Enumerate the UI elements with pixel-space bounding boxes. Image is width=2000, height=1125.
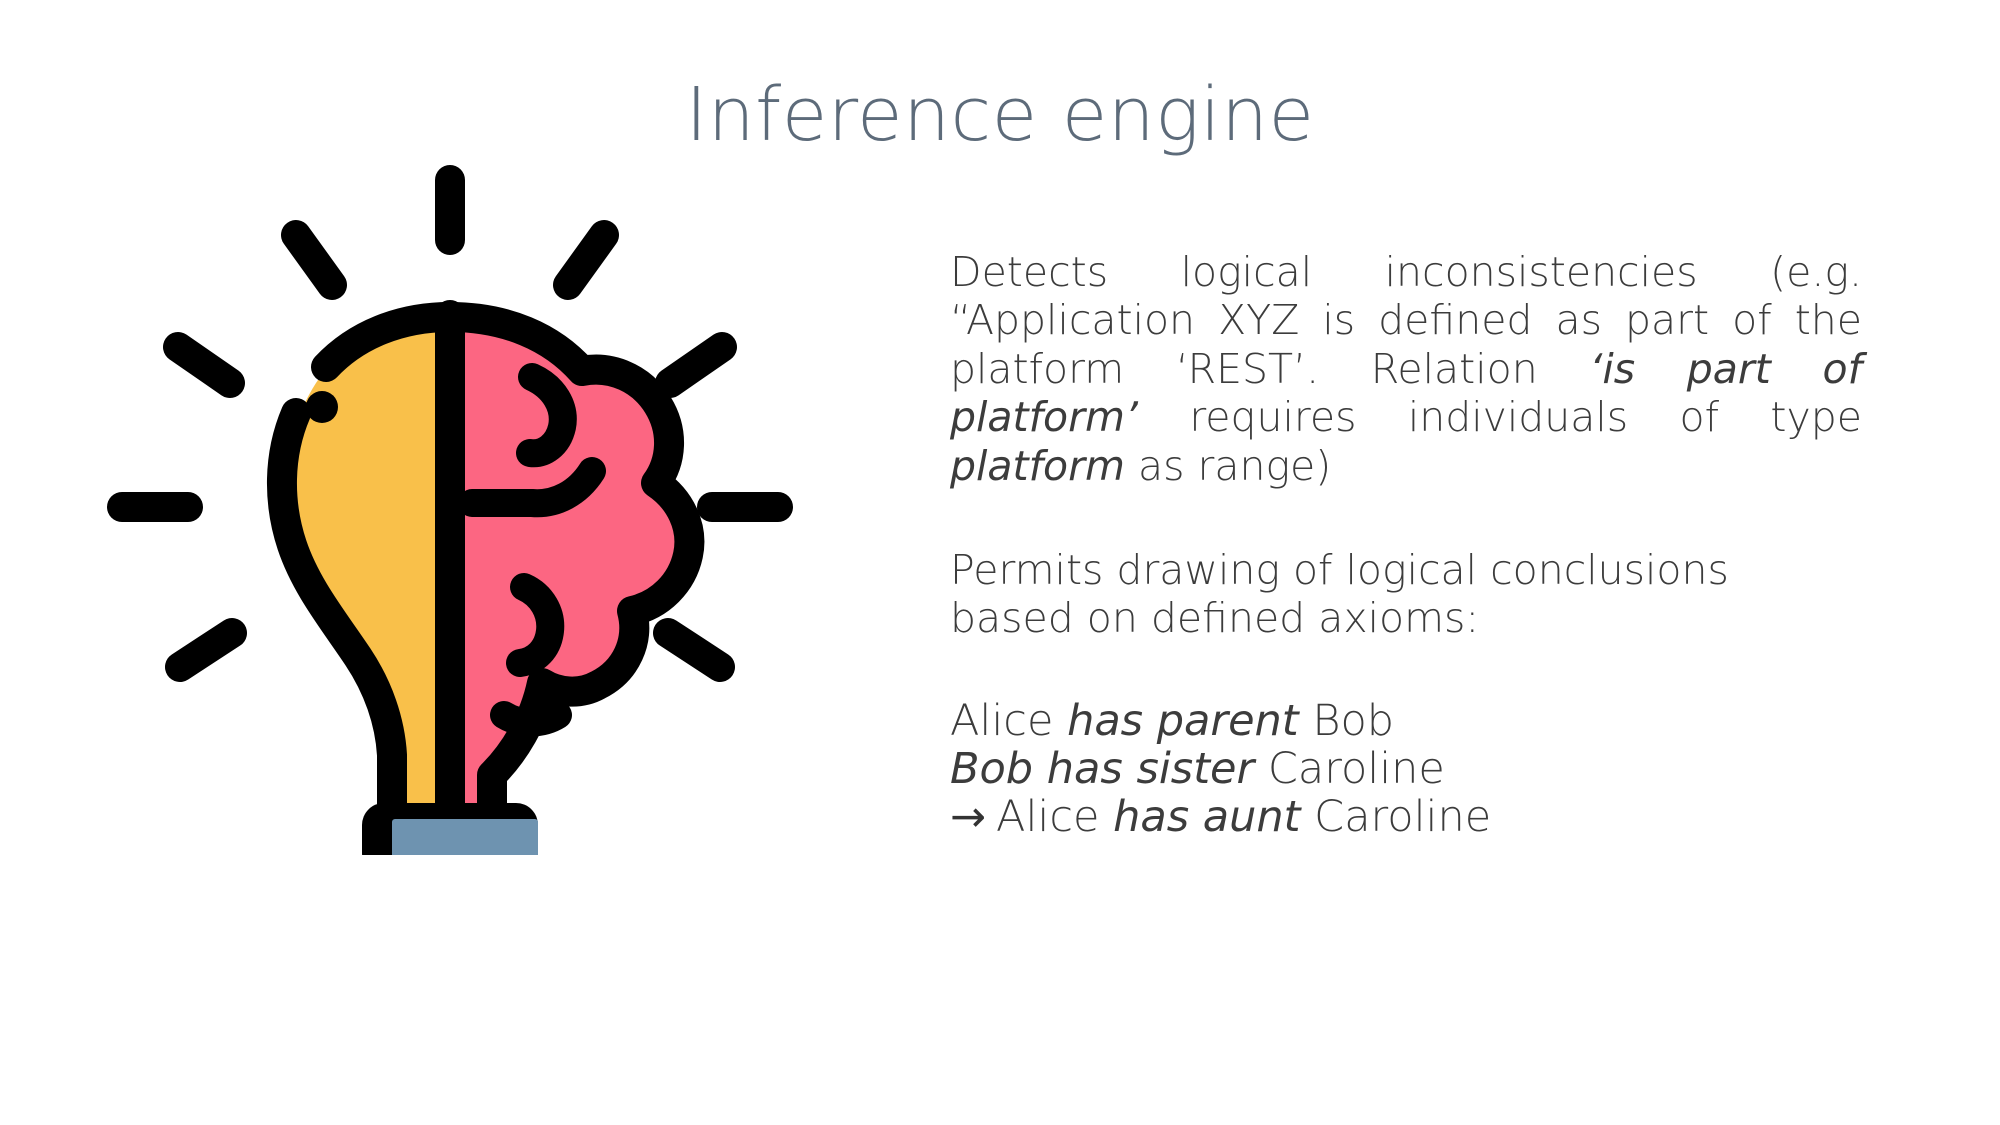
paragraph-permits-conclusions: Permits drawing of logical conclusions b…	[950, 545, 1729, 643]
bulb-right-pink-fill	[450, 317, 683, 803]
body-content: Detects logical inconsistencies (e.g. “A…	[950, 248, 1862, 841]
paragraph-spacer	[950, 490, 1862, 546]
brain-fold-2	[458, 457, 606, 518]
axiom-row-1: Alice has parent Bob	[950, 695, 1395, 746]
italic-relation-name: ‘is part of platform’	[950, 344, 1863, 442]
axiom-subject-bob: Bob has sister	[950, 743, 1255, 794]
page-title: Inference engine	[685, 72, 1315, 158]
italic-type-platform: platform	[950, 441, 1125, 490]
axiom-predicate-has-parent: has parent	[1067, 695, 1299, 746]
ray-lower-right	[653, 618, 735, 682]
brain-fold-1	[516, 363, 577, 468]
base-upper-band	[392, 819, 538, 855]
axiom-predicate-has-aunt: has aunt	[1113, 791, 1301, 842]
bulb-left-outline	[311, 302, 465, 382]
bulb-highlight-dot	[306, 391, 338, 423]
ray-mid-right	[655, 332, 737, 398]
lightbulb-brain-svg	[107, 165, 793, 855]
ray-mid-left	[163, 332, 245, 398]
right-arrow-icon: →	[950, 791, 987, 842]
bulb-left-outline-lower	[267, 398, 407, 820]
ray-lower-left	[165, 618, 247, 682]
axiom-row-3-conclusion: →Alice has aunt Caroline	[950, 791, 1492, 842]
axiom-list: Alice has parent Bob Bob has sister Caro…	[950, 695, 1862, 842]
brain-fold-3	[506, 573, 565, 677]
light-rays-group	[107, 165, 793, 682]
ray-upper-left	[281, 220, 347, 300]
brain-folds-group	[458, 363, 606, 737]
ray-upper-right	[553, 220, 619, 300]
brain-fold-4	[490, 701, 572, 737]
axiom-row-2: Bob has sister Caroline	[950, 743, 1445, 794]
lightbulb-brain-icon	[100, 155, 800, 855]
paragraph-detects-inconsistencies: Detects logical inconsistencies (e.g. “A…	[950, 248, 1863, 490]
bulb-left-yellow-fill	[287, 317, 450, 803]
bulb-right-brain-outline	[435, 302, 705, 820]
